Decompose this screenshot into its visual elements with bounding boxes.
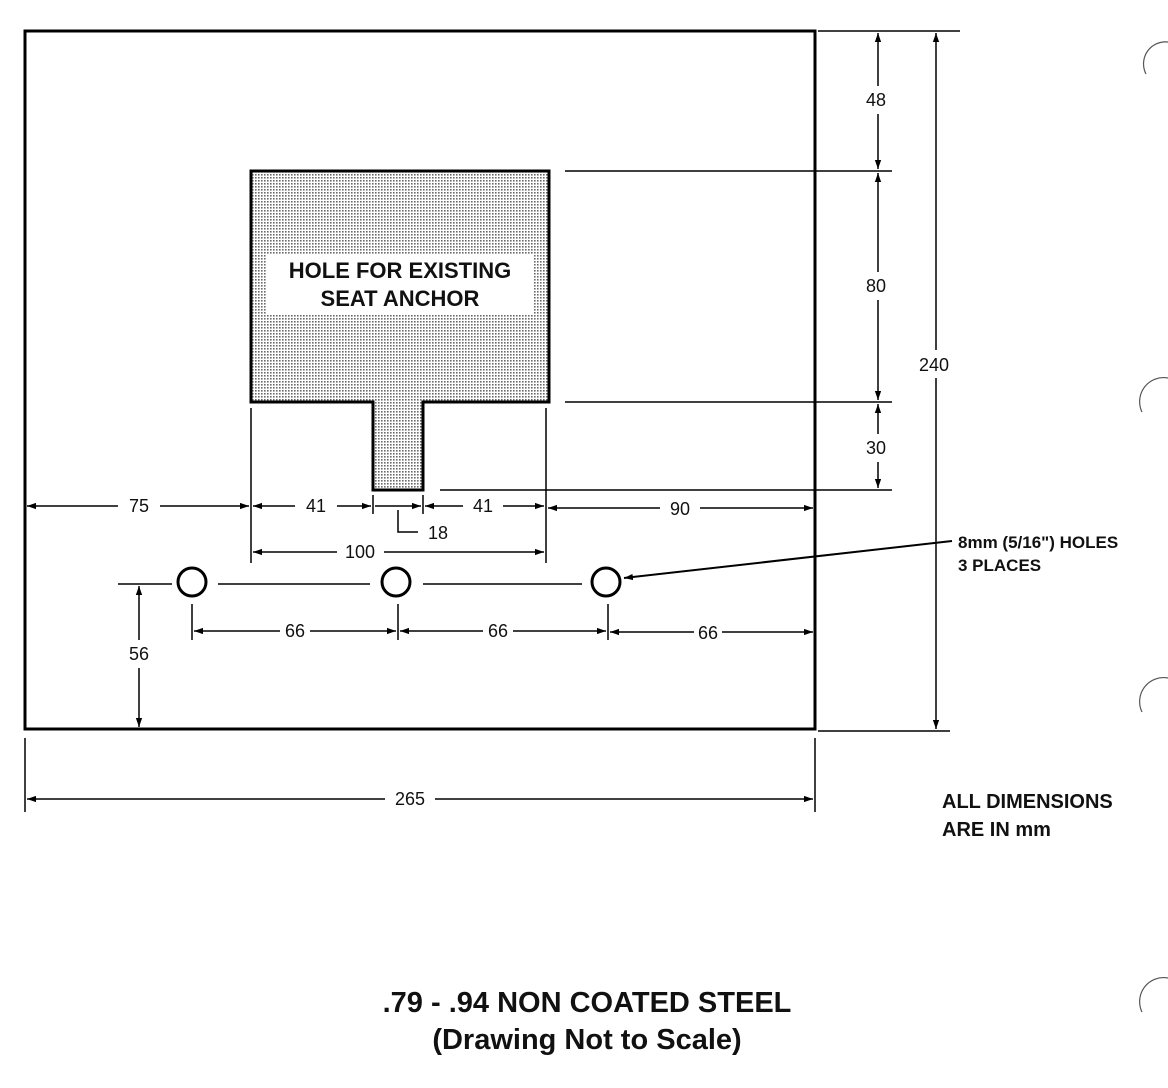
upper-horizontal-dimension-lines [27, 408, 813, 563]
mounting-hole-1 [176, 566, 208, 598]
dim-overall-width: 265 [395, 789, 425, 809]
holes-note-line1: 8mm (5/16") HOLES [958, 533, 1118, 552]
overall-width-dimension-lines [24, 738, 816, 812]
mounting-hole-3 [590, 566, 622, 598]
right-dimension-lines [440, 30, 960, 732]
holes-note-line2: 3 PLACES [958, 556, 1041, 575]
binder-hole-1 [1142, 41, 1168, 75]
dim-hole-spacing-2: 66 [488, 621, 508, 641]
binder-holes [1139, 41, 1168, 1013]
binder-hole-2 [1139, 377, 1168, 413]
dim-hole-height: 80 [866, 276, 886, 296]
mounting-hole-2 [380, 566, 412, 598]
units-note-line2: ARE IN mm [942, 819, 1051, 841]
dim-right-margin: 90 [670, 499, 690, 519]
dim-hole-row-height: 56 [129, 644, 149, 664]
dim-tab-height: 30 [866, 438, 886, 458]
dim-hole-right-part: 41 [473, 496, 493, 516]
drawing-subtitle: (Drawing Not to Scale) [432, 1024, 741, 1056]
hole-label-background [266, 254, 534, 314]
holes-note-leader [623, 540, 953, 581]
drawing-title: .79 - .94 NON COATED STEEL [383, 987, 792, 1019]
seat-anchor-hole [249, 169, 551, 492]
binder-hole-4 [1139, 977, 1168, 1013]
hole-label-line1: HOLE FOR EXISTING [289, 258, 511, 283]
dim-top-offset: 48 [866, 90, 886, 110]
dim-hole-right-margin: 66 [698, 623, 718, 643]
steel-plate-outline [23, 29, 817, 731]
hole-label-line2: SEAT ANCHOR [321, 286, 480, 311]
dim-hole-left-part: 41 [306, 496, 326, 516]
units-note-line1: ALL DIMENSIONS [942, 791, 1113, 813]
dim-hole-spacing-1: 66 [285, 621, 305, 641]
hole-spacing-dimension-lines [118, 583, 813, 727]
dim-left-margin: 75 [129, 496, 149, 516]
binder-hole-3 [1139, 677, 1168, 713]
dim-tab-width: 18 [428, 523, 448, 543]
dim-hole-width: 100 [345, 542, 375, 562]
dim-overall-height: 240 [919, 355, 949, 375]
